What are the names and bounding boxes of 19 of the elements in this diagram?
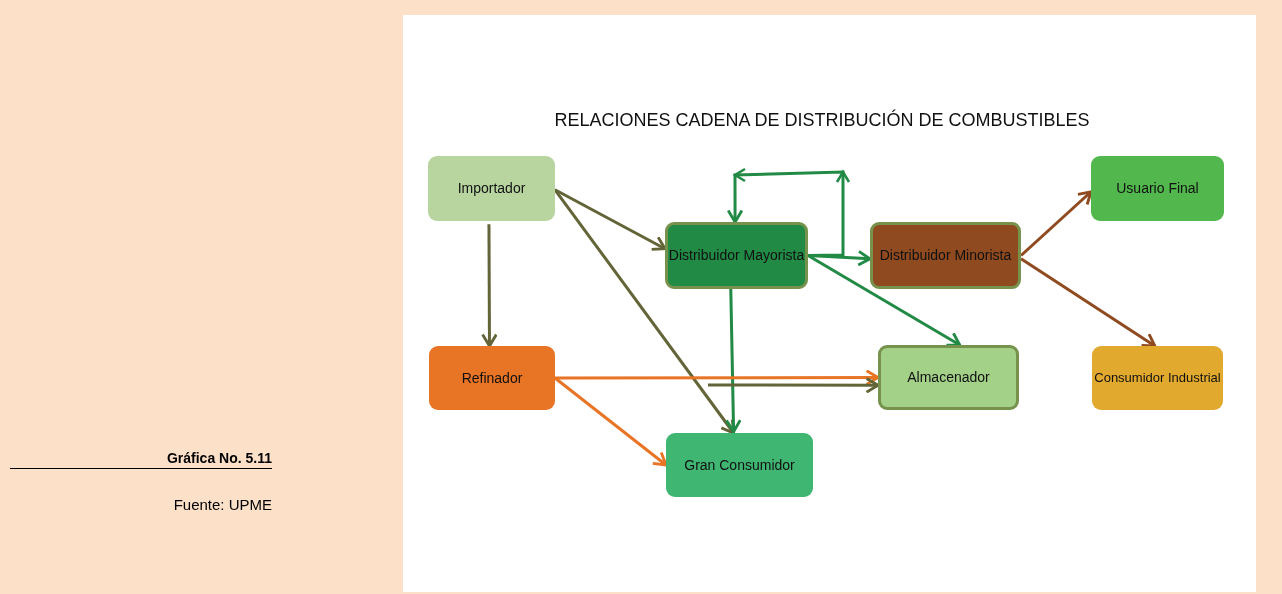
process-box <box>1092 346 1223 410</box>
node-label: Usuario Final <box>1116 179 1199 198</box>
node-label: Gran Consumidor <box>684 455 795 475</box>
process-box <box>428 156 555 221</box>
node-label: Importador <box>457 179 526 198</box>
node-label: Refinador <box>461 368 523 388</box>
node-label: Distribuidor Mayorista <box>668 246 805 265</box>
node-label: Distribuidor Minorista <box>879 246 1012 265</box>
node-label: Consumidor Industrial <box>1094 369 1221 387</box>
node-label: Almacenador <box>907 368 990 387</box>
process-box <box>1091 156 1224 221</box>
process-box <box>666 433 813 497</box>
diagram-title: RELACIONES CADENA DE DISTRIBUCIÓN DE COMBUSTIBLES <box>553 110 1091 131</box>
process-box <box>429 346 555 410</box>
process-box <box>665 222 808 289</box>
source-note: Fuente: UPME <box>172 496 272 513</box>
process-box <box>870 222 1021 289</box>
figure-number: Gráfica No. 5.11 <box>10 450 272 469</box>
process-box <box>878 345 1019 410</box>
